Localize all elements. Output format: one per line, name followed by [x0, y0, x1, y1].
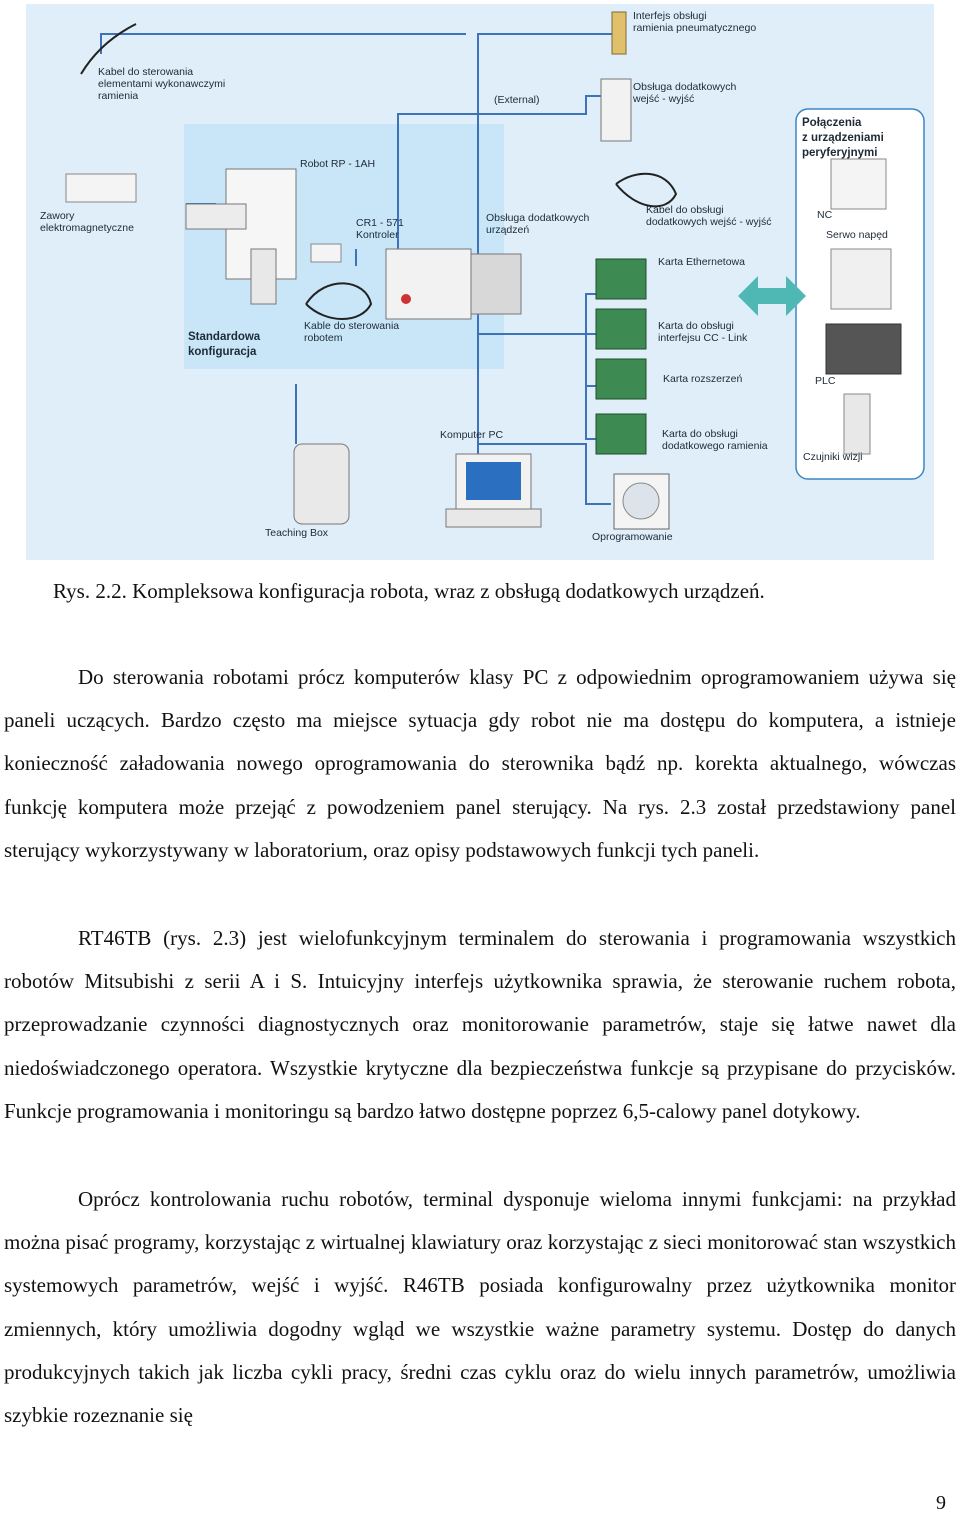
robot-cable — [305, 282, 373, 320]
label-ethernet-card: Karta Ethernetowa — [658, 256, 745, 268]
label-standard-config: Standardowa konfiguracja — [188, 331, 261, 358]
expansion-cards — [595, 258, 647, 455]
io-device — [600, 78, 632, 142]
diagram-drawing — [65, 11, 925, 530]
configuration-diagram: Interfejs obsługi ramienia pneumatyczneg… — [26, 4, 934, 560]
paragraph-2: RT46TB (rys. 2.3) jest wielofunkcyjnym t… — [4, 926, 956, 1123]
label-plc: PLC — [815, 375, 836, 387]
label-pneumatic-interface: Interfejs obsługi ramienia pneumatyczneg… — [633, 10, 757, 34]
label-io-service: Obsługa dodatkowych wejść - wyjść — [633, 81, 737, 105]
label-robot-cables: Kable do sterowania robotem — [304, 320, 400, 344]
label-vision-sensors: Czujniki wizji — [803, 451, 863, 463]
robot-device — [185, 168, 297, 305]
teaching-box-device — [293, 443, 350, 525]
bidirectional-arrow — [738, 276, 806, 316]
label-servo: Serwo napęd — [826, 229, 888, 241]
label-arm-card: Karta do obsługi dodatkowego ramienia — [662, 428, 768, 452]
page-number: 9 — [936, 1492, 946, 1514]
label-teaching-box: Teaching Box — [265, 527, 329, 539]
label-cc-link-card: Karta do obsługi interfejsu CC - Link — [658, 320, 748, 344]
label-io-cable: Kabel do obsługi dodatkowych wejść - wyj… — [646, 204, 772, 228]
actuator-cable — [80, 23, 137, 75]
label-software: Oprogramowanie — [592, 531, 673, 543]
label-robot: Robot RP - 1AH — [300, 158, 376, 170]
cd-disc — [622, 482, 660, 520]
controller-device — [385, 248, 522, 320]
io-cable — [615, 172, 678, 208]
label-nc: NC — [817, 209, 833, 221]
label-actuator-cable: Kabel do sterowania elementami wykonawcz… — [98, 66, 226, 102]
figure-caption: Rys. 2.2. Kompleksowa konfiguracja robot… — [53, 579, 765, 603]
servo-device — [830, 248, 892, 310]
paragraph-1: Do sterowania robotami prócz komputerów … — [4, 665, 956, 862]
label-external: (External) — [494, 94, 540, 106]
pneumatic-interface-device — [611, 11, 627, 55]
plc-device — [825, 323, 902, 375]
label-device-service: Obsługa dodatkowych urządzeń — [486, 212, 590, 236]
label-pc: Komputer PC — [440, 429, 504, 441]
pc-device — [445, 453, 542, 528]
label-controller: CR1 - 571 Kontroler — [356, 217, 404, 241]
paragraph-3: Oprócz kontrolowania ruchu robotów, term… — [4, 1187, 956, 1428]
label-expansion-card: Karta rozszerzeń — [663, 373, 743, 385]
vision-sensor-device — [843, 393, 871, 455]
nc-device — [830, 158, 887, 210]
label-valves: Zawory elektromagnetyczne — [40, 210, 134, 234]
label-peripheral-connections: Połączenia z urządzeniami peryferyjnymi — [802, 117, 884, 159]
valves-device — [65, 173, 137, 203]
